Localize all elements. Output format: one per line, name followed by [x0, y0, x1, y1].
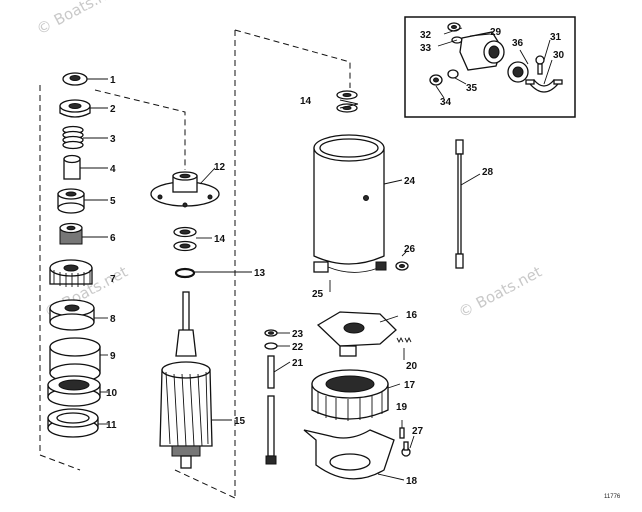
part-19-screw [399, 427, 405, 439]
part-25-field-lead [313, 261, 387, 273]
callout-35: 35 [466, 83, 478, 94]
callout-30: 30 [553, 50, 565, 61]
callout-23: 23 [292, 329, 304, 340]
part-13-ring [174, 267, 196, 279]
part-36-ring [507, 61, 529, 83]
part-27-bolt [401, 441, 411, 457]
part-3-spring [62, 125, 84, 150]
callout-32: 32 [420, 30, 432, 41]
part-20-brush-springs [396, 336, 412, 344]
callout-24: 24 [404, 176, 416, 187]
callout-14-mid: 14 [214, 234, 226, 245]
part-12-end-cap [150, 171, 220, 208]
callout-8: 8 [110, 314, 116, 325]
part-16-brush-plate [316, 311, 397, 357]
callout-5: 5 [110, 196, 116, 207]
callout-33: 33 [420, 43, 432, 54]
callout-labels: 1 2 3 4 5 6 7 8 9 10 11 12 13 14 14 15 1… [106, 27, 565, 487]
part-22-lockwasher [264, 342, 278, 350]
part-1-nut [62, 72, 88, 86]
callout-6: 6 [110, 233, 116, 244]
reference-code: 11776 [604, 494, 621, 500]
part-17-end-head [311, 369, 389, 421]
callout-36: 36 [512, 38, 524, 49]
callout-29: 29 [490, 27, 502, 38]
part-8-pinion-collar [49, 299, 95, 331]
callout-11: 11 [106, 420, 117, 431]
assembly-dashed-lines [39, 29, 351, 499]
callout-14-top: 14 [300, 96, 312, 107]
callout-31: 31 [550, 32, 562, 43]
part-10-ring [47, 375, 101, 407]
part-30-clamp [525, 79, 563, 93]
part-11-cup [47, 408, 99, 438]
watermark-top: © Boats.net [33, 0, 122, 39]
part-35-washer [447, 69, 459, 79]
part-18-bracket [303, 429, 395, 480]
callout-1: 1 [110, 75, 116, 86]
part-31-screw [535, 55, 545, 75]
callout-27: 27 [412, 426, 424, 437]
callout-10: 10 [106, 388, 118, 399]
callout-20: 20 [406, 361, 418, 372]
part-29-solenoid-housing [459, 31, 505, 71]
part-26-nut [395, 261, 409, 271]
callout-13: 13 [254, 268, 266, 279]
part-2-cap [59, 99, 91, 118]
part-7-pinion-gear [49, 259, 93, 287]
callout-18: 18 [406, 476, 418, 487]
callout-26: 26 [404, 244, 416, 255]
callout-22: 22 [292, 342, 304, 353]
callout-12: 12 [214, 162, 226, 173]
callout-16: 16 [406, 310, 418, 321]
part-14-washers-top [336, 90, 358, 113]
leader-lines [80, 27, 553, 481]
part-21-through-bolt [265, 355, 277, 465]
callout-19: 19 [396, 402, 408, 413]
part-23-washer [264, 329, 278, 337]
part-14-washers-mid [173, 226, 197, 252]
part-32-nut [447, 22, 461, 32]
part-34-nut [429, 74, 443, 86]
callout-7: 7 [110, 274, 116, 285]
part-15-armature [159, 291, 213, 469]
callout-15: 15 [234, 416, 246, 427]
callout-9: 9 [110, 351, 116, 362]
part-24-field-frame [313, 134, 385, 265]
callout-3: 3 [110, 134, 116, 145]
callout-17: 17 [404, 380, 416, 391]
part-5-collar [57, 188, 85, 214]
callout-21: 21 [292, 358, 304, 369]
callout-34: 34 [440, 97, 452, 108]
callout-4: 4 [110, 164, 116, 175]
callout-2: 2 [110, 104, 116, 115]
part-4-sleeve [63, 154, 81, 180]
callout-25: 25 [312, 289, 324, 300]
part-6-clutch [59, 222, 83, 245]
callout-28: 28 [482, 167, 494, 178]
watermark-right: © Boats.net [455, 263, 544, 322]
part-28-cable [455, 139, 464, 269]
inset-box [404, 16, 576, 118]
